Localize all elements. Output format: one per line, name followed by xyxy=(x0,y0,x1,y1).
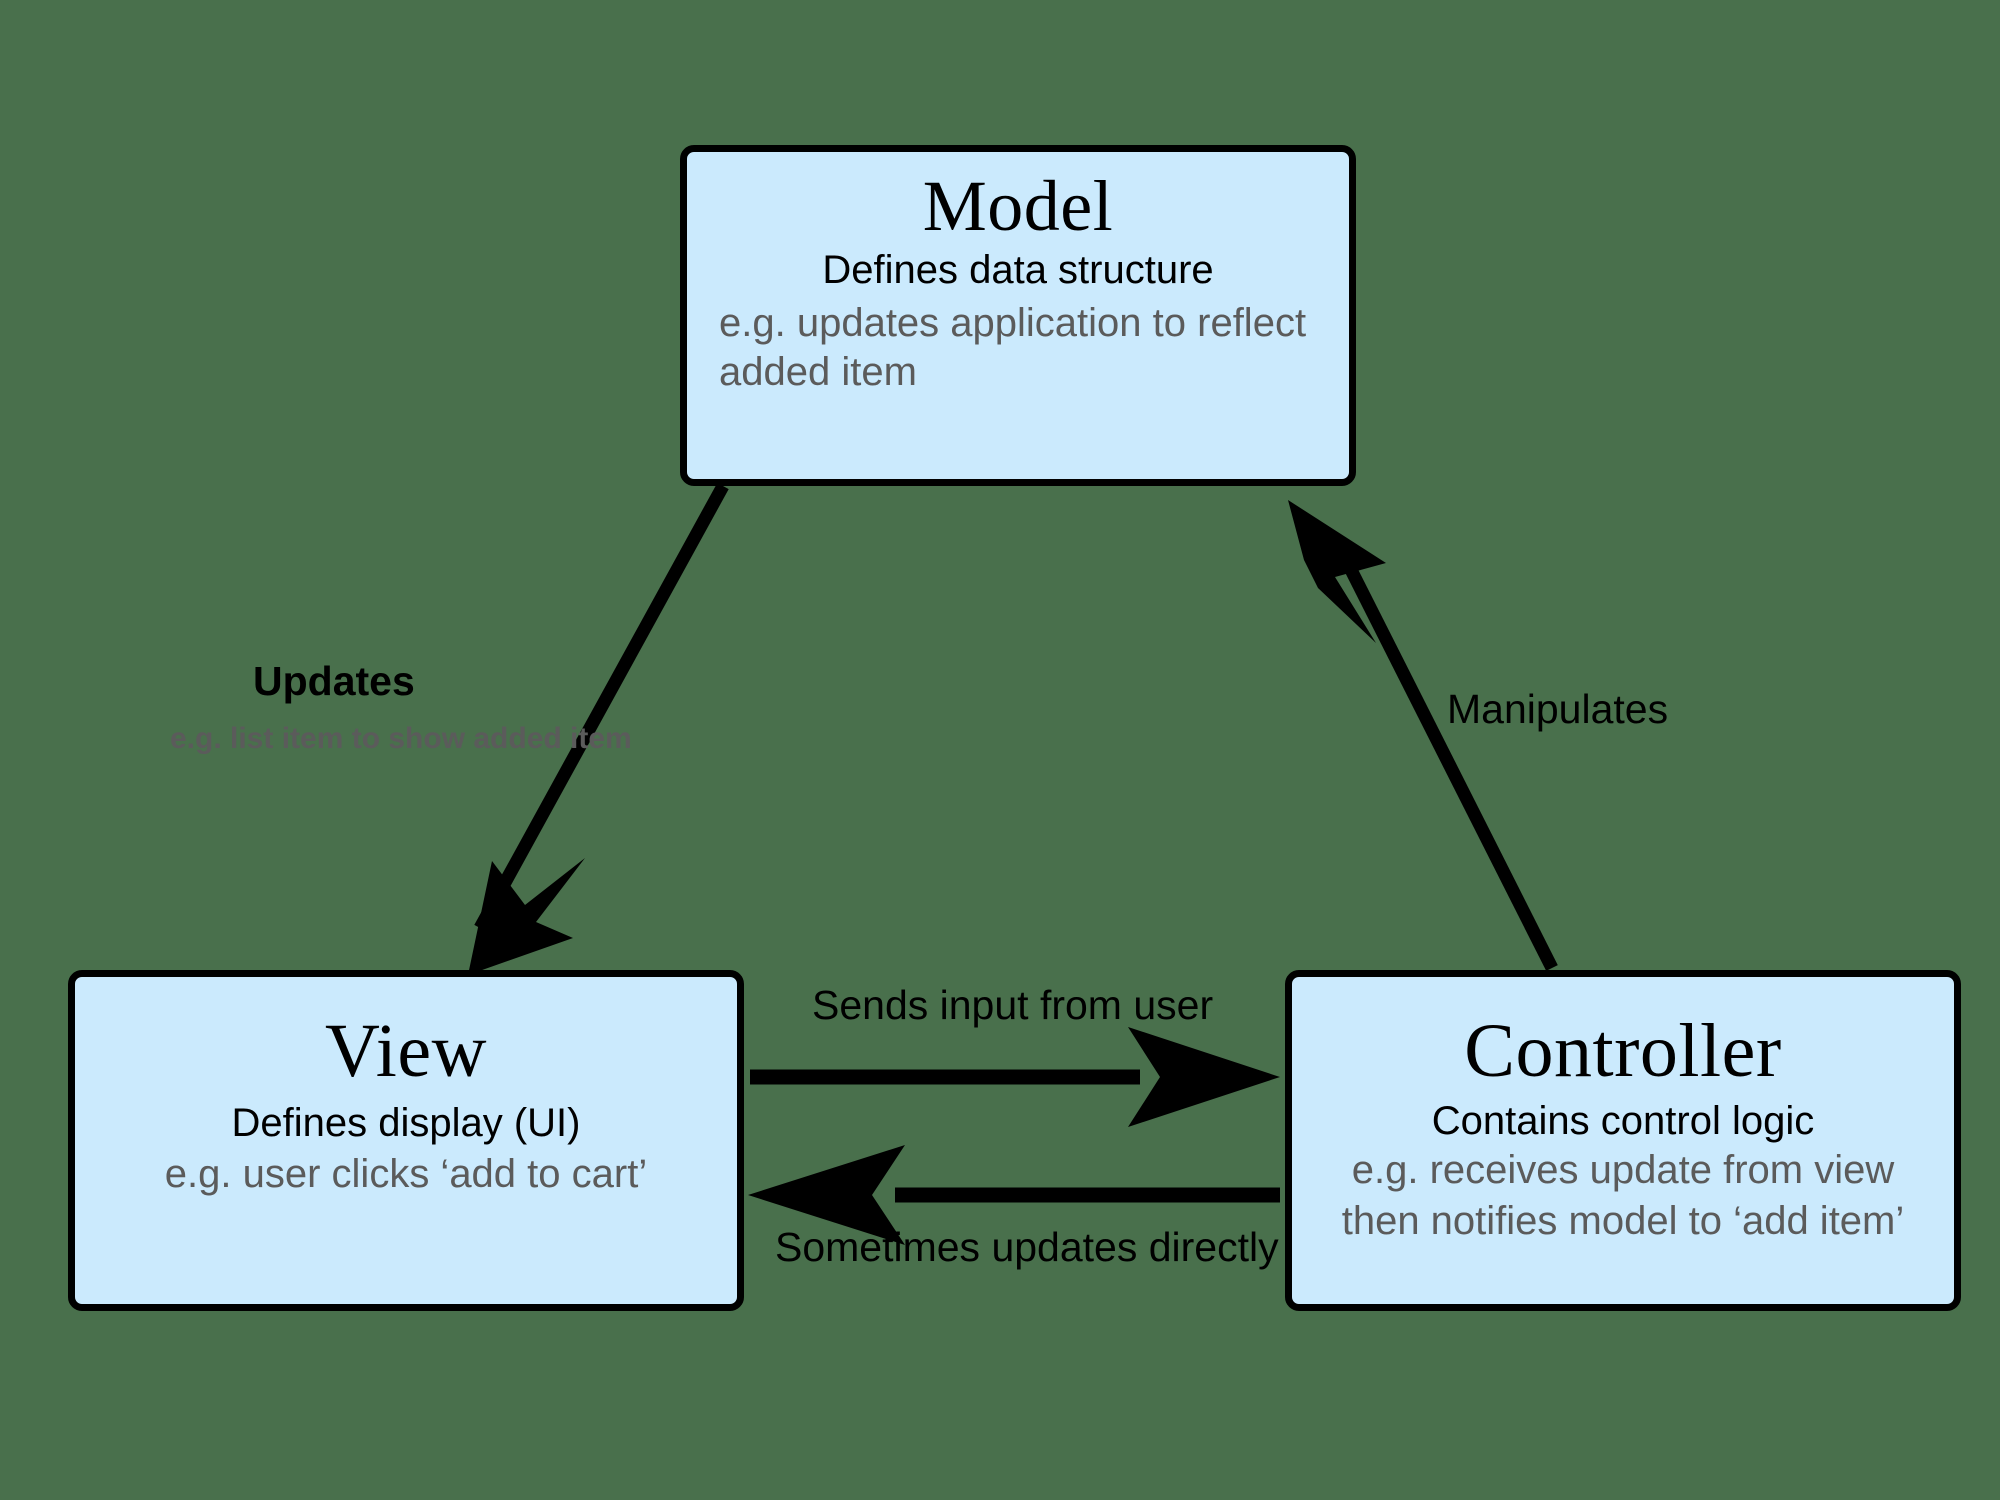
edge-label-manipulates: Manipulates xyxy=(1447,686,1669,732)
node-model-title: Model xyxy=(922,166,1114,246)
arrow-controller-to-model xyxy=(1288,500,1558,971)
node-model-example: e.g. updates application to reflect adde… xyxy=(719,300,1307,394)
node-view-example: e.g. user clicks ‘add to cart’ xyxy=(164,1151,648,1196)
edge-sublabel-updates: e.g. list item to show added item xyxy=(170,722,632,755)
node-view[interactable]: View Defines display (UI) e.g. user clic… xyxy=(68,970,744,1311)
node-controller[interactable]: Controller Contains control logic e.g. r… xyxy=(1285,970,1961,1311)
edge-label-sends-input-from-user: Sends input from user xyxy=(812,982,1214,1028)
node-model[interactable]: Model Defines data structure e.g. update… xyxy=(680,145,1356,486)
node-controller-title: Controller xyxy=(1464,1009,1782,1093)
arrow-view-to-controller xyxy=(750,1027,1280,1127)
edge-label-sometimes-updates-directly: Sometimes updates directly xyxy=(775,1224,1279,1270)
node-controller-example-line1: e.g. receives update from view xyxy=(1351,1147,1895,1192)
node-controller-example-line2: then notifies model to ‘add item’ xyxy=(1341,1198,1905,1243)
edge-label-updates: Updates xyxy=(253,658,415,704)
node-model-subtitle: Defines data structure xyxy=(822,248,1214,292)
node-view-subtitle: Defines display (UI) xyxy=(231,1101,581,1145)
node-controller-subtitle: Contains control logic xyxy=(1431,1099,1815,1143)
node-view-title: View xyxy=(324,1009,488,1093)
